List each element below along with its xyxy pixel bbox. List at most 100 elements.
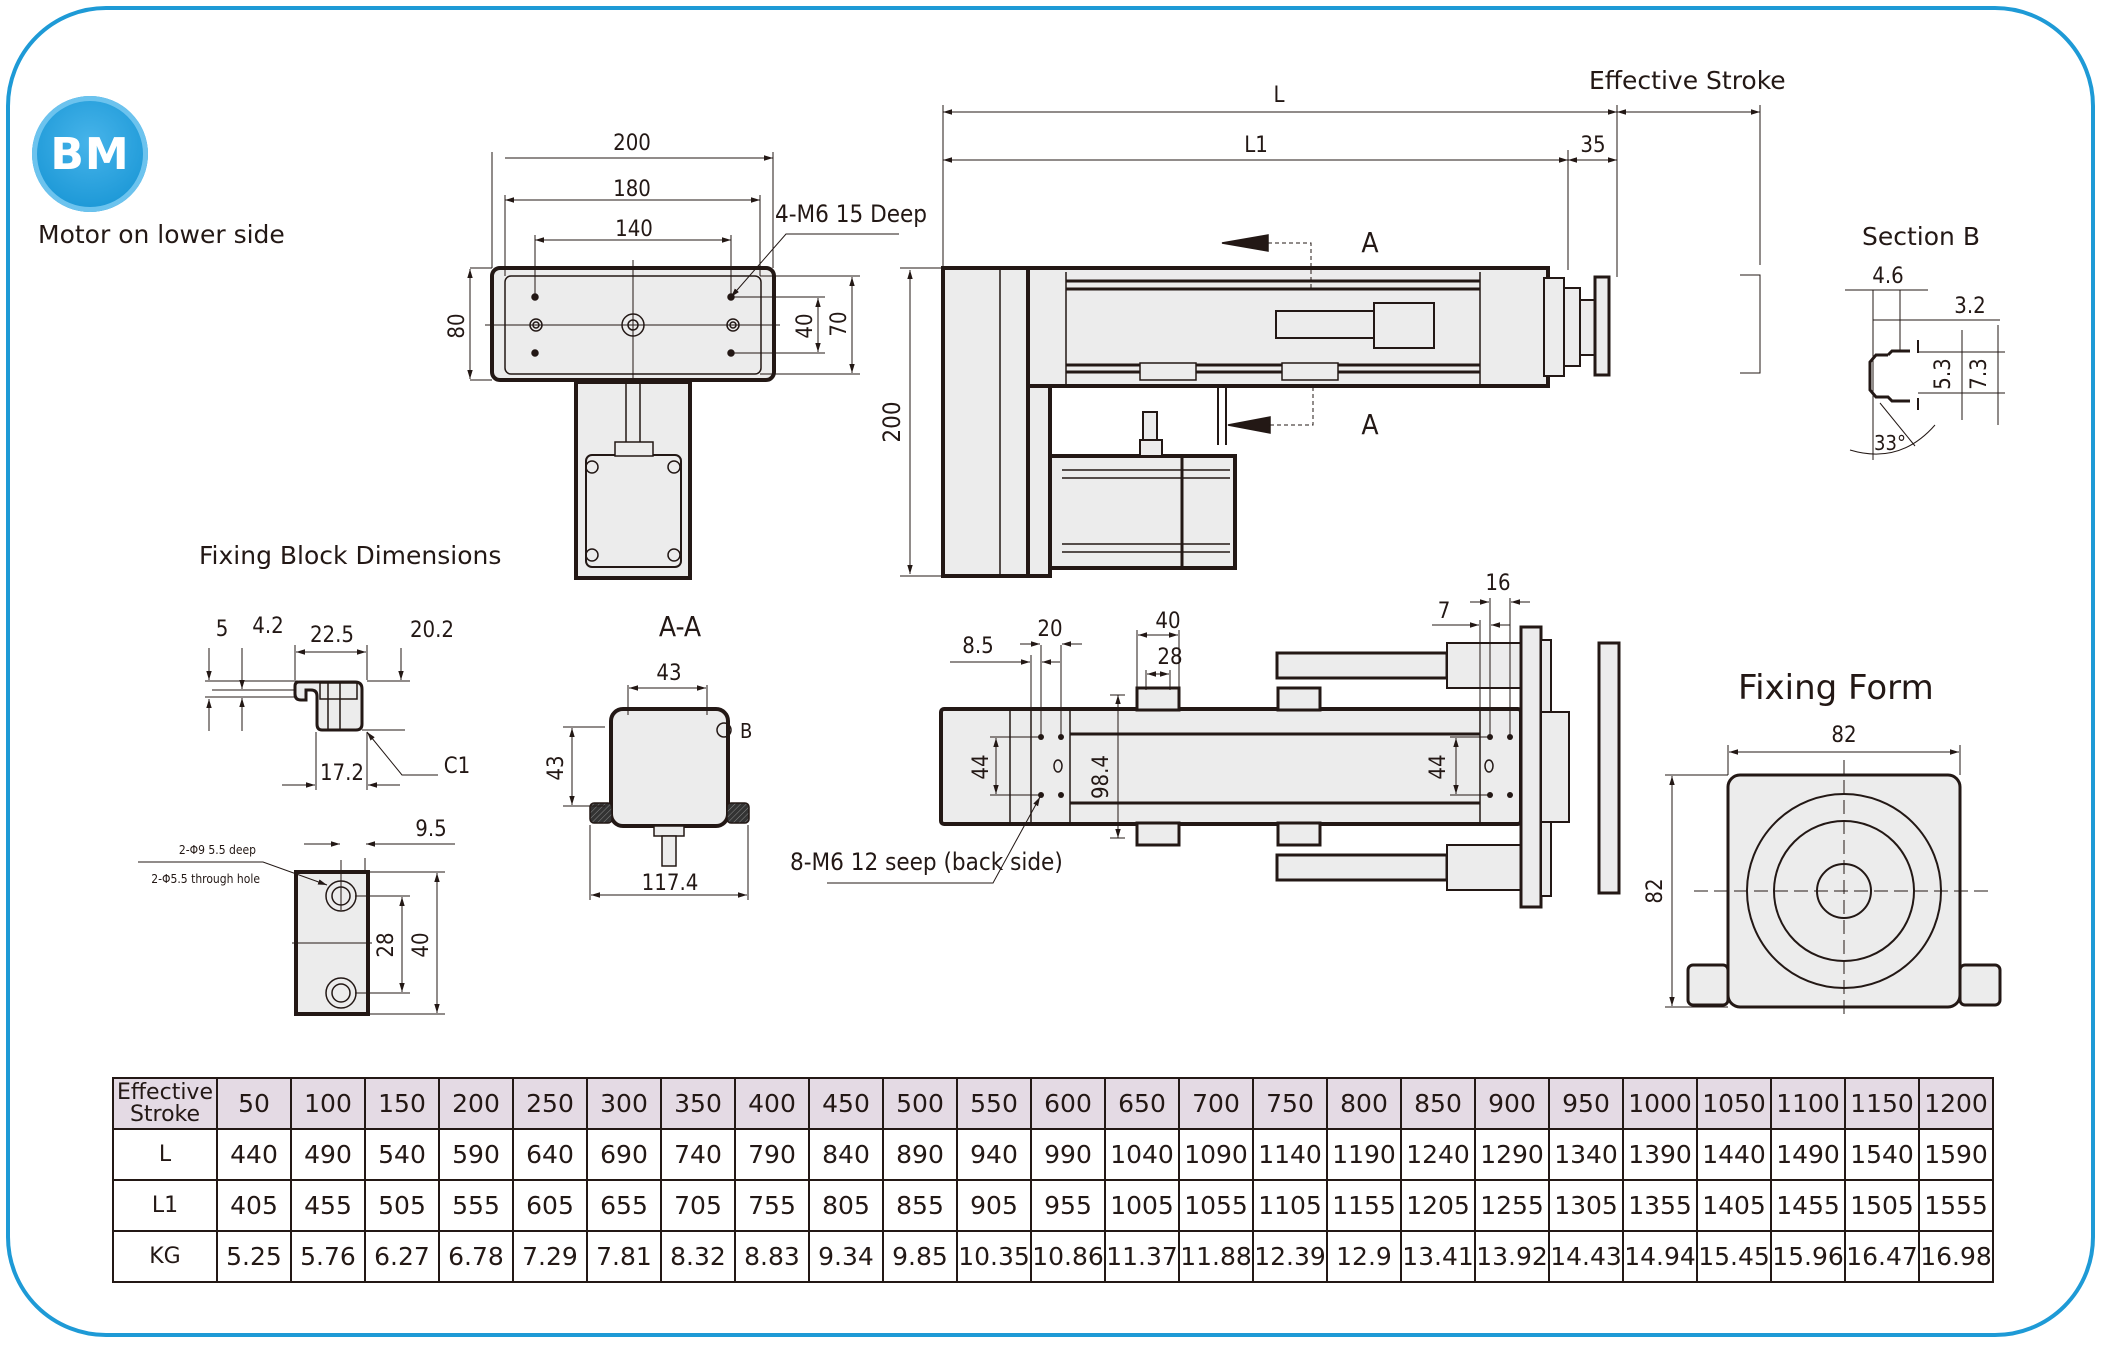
dim-40: 40: [793, 313, 818, 338]
table-cell: 750: [1252, 1077, 1328, 1130]
table-cell: 1540: [1844, 1128, 1920, 1181]
table-cell: 1055: [1178, 1179, 1254, 1232]
top-callout-4m6: 4-M6 15 Deep: [775, 200, 927, 228]
table-cell: 550: [956, 1077, 1032, 1130]
row-label: KG: [112, 1230, 218, 1283]
table-cell: 705: [660, 1179, 736, 1232]
table-cell: 800: [1326, 1077, 1402, 1130]
dim-44-left: 44: [969, 754, 994, 779]
table-cell: 6.27: [364, 1230, 440, 1283]
table-cell: 5.76: [290, 1230, 366, 1283]
brand-logo: BM: [32, 96, 148, 212]
dim-180: 180: [613, 177, 651, 202]
table-cell: 6.78: [438, 1230, 514, 1283]
table-cell: 650: [1104, 1077, 1180, 1130]
section-aa-title: A-A: [659, 610, 702, 643]
row-label: L: [112, 1128, 218, 1181]
table-cell: 905: [956, 1179, 1032, 1232]
table-cell: 1255: [1474, 1179, 1550, 1232]
chamfer-c1: C1: [444, 754, 470, 779]
table-cell: 15.45: [1696, 1230, 1772, 1283]
dim-20: 20: [1037, 617, 1062, 642]
dim-7: 7: [1438, 599, 1451, 624]
table-cell: 1505: [1844, 1179, 1920, 1232]
table-cell: 490: [290, 1128, 366, 1181]
table-cell: 950: [1548, 1077, 1624, 1130]
table-cell: 1490: [1770, 1128, 1846, 1181]
side-view: [900, 105, 1761, 578]
section-aa-detail: [563, 685, 750, 900]
dim-98-4: 98.4: [1089, 755, 1114, 799]
table-cell: 955: [1030, 1179, 1106, 1232]
table-cell: 7.29: [512, 1230, 588, 1283]
table-cell: 12.39: [1252, 1230, 1328, 1283]
dim-80: 80: [445, 313, 470, 338]
table-cell: 9.85: [882, 1230, 958, 1283]
table-cell: 890: [882, 1128, 958, 1181]
table-cell: 1155: [1326, 1179, 1402, 1232]
table-cell: 1150: [1844, 1077, 1920, 1130]
table-cell: 9.34: [808, 1230, 884, 1283]
table-cell: 100: [290, 1077, 366, 1130]
table-cell: 505: [364, 1179, 440, 1232]
fixing-form-detail: [1665, 745, 2002, 1015]
detail-mark-b: B: [740, 719, 752, 743]
table-cell: 900: [1474, 1077, 1550, 1130]
note-counterbore: 2-Φ9 5.5 deep: [179, 843, 256, 857]
top-view: [467, 152, 899, 580]
dim-44-right: 44: [1426, 754, 1451, 779]
table-cell: 440: [216, 1128, 292, 1181]
table-cell: 1240: [1400, 1128, 1476, 1181]
table-cell: 940: [956, 1128, 1032, 1181]
table-cell: 16.47: [1844, 1230, 1920, 1283]
table-cell: 1555: [1918, 1179, 1994, 1232]
table-cell: 1340: [1548, 1128, 1624, 1181]
table-cell: 1100: [1770, 1077, 1846, 1130]
table-cell: 150: [364, 1077, 440, 1130]
dim-28-slider: 28: [1157, 645, 1182, 670]
dim-8-5: 8.5: [962, 634, 993, 659]
dim-4-2: 4.2: [252, 614, 283, 639]
table-cell: 13.92: [1474, 1230, 1550, 1283]
table-cell: 10.86: [1030, 1230, 1106, 1283]
table-cell: 1390: [1622, 1128, 1698, 1181]
dim-82-height: 82: [1643, 878, 1668, 903]
table-cell: 7.81: [586, 1230, 662, 1283]
table-cell: 13.41: [1400, 1230, 1476, 1283]
table-cell: 250: [512, 1077, 588, 1130]
fixing-block-detail: [138, 645, 455, 1016]
row-label: Effective Stroke: [112, 1077, 218, 1130]
dim-40-block: 40: [409, 932, 434, 957]
table-cell: 740: [660, 1128, 736, 1181]
dim-4-6: 4.6: [1872, 264, 1903, 289]
dim-5: 5: [216, 617, 229, 642]
dim-17-2: 17.2: [320, 761, 364, 786]
table-cell: 10.35: [956, 1230, 1032, 1283]
angle-33: 33°: [1874, 431, 1906, 455]
bottom-callout-8m6: 8-M6 12 seep (back side): [790, 848, 1063, 876]
table-cell: 50: [216, 1077, 292, 1130]
dim-5-3: 5.3: [1931, 358, 1956, 389]
dim-9-5: 9.5: [415, 817, 446, 842]
table-cell: 500: [882, 1077, 958, 1130]
dim-35: 35: [1580, 133, 1605, 158]
table-cell: 755: [734, 1179, 810, 1232]
note-through-hole: 2-Φ5.5 through hole: [151, 872, 260, 886]
table-cell: 1090: [1178, 1128, 1254, 1181]
table-cell: 605: [512, 1179, 588, 1232]
section-b-caption: Section B: [1862, 222, 1980, 251]
motor-side: [1048, 454, 1237, 570]
table-cell: 1455: [1770, 1179, 1846, 1232]
table-cell: 350: [660, 1077, 736, 1130]
section-mark-a-bottom: A: [1361, 408, 1379, 441]
table-cell: 200: [438, 1077, 514, 1130]
table-cell: 1290: [1474, 1128, 1550, 1181]
table-cell: 405: [216, 1179, 292, 1232]
table-cell: 450: [808, 1077, 884, 1130]
dim-200: 200: [613, 131, 651, 156]
bottom-view: [827, 598, 1621, 909]
motor-flange-top: [585, 454, 682, 568]
